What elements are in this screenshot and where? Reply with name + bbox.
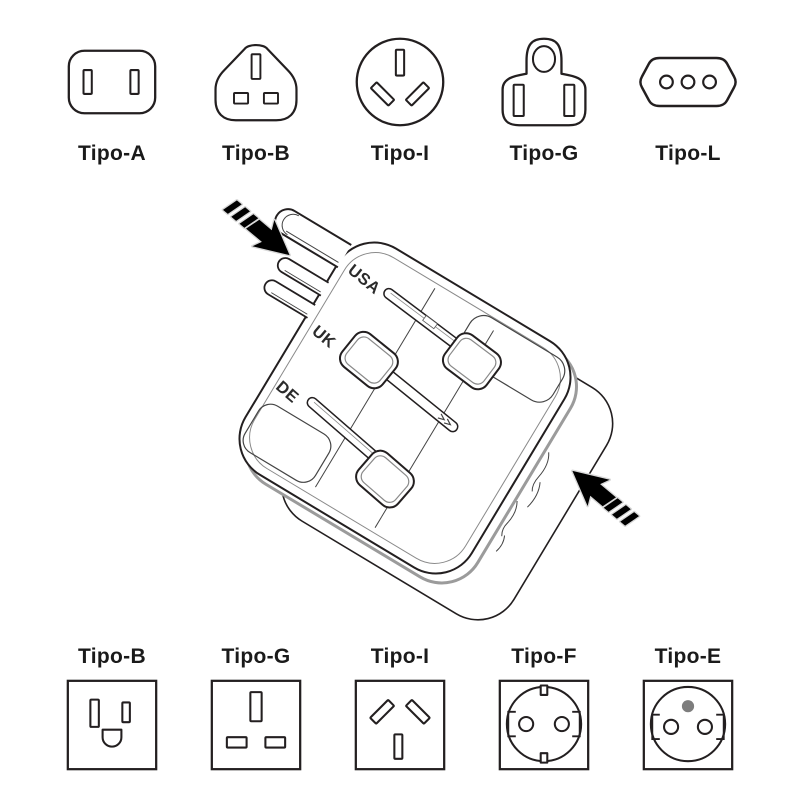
socket-type-label: Tipo-B <box>78 645 146 668</box>
uk-slider[interactable] <box>336 327 470 446</box>
plug-type-i-icon-box <box>354 34 446 130</box>
adapter-side-markings <box>495 452 550 552</box>
adapter-top-panel <box>457 314 566 403</box>
socket-type-g-item: Tipo-G <box>184 645 328 772</box>
plug-type-l-item: Tipo-L <box>616 34 760 166</box>
socket-type-g-icon <box>210 679 302 771</box>
plug-type-a-icon <box>67 49 157 115</box>
plug-type-b-item: Tipo-B <box>184 34 328 166</box>
plug-type-g-icon-box <box>498 34 590 130</box>
plug-type-l-icon-box <box>639 34 737 130</box>
socket-type-i-item: Tipo-I <box>328 645 472 772</box>
plug-type-label: Tipo-G <box>509 142 579 165</box>
socket-type-e-icon <box>642 679 734 771</box>
socket-type-label: Tipo-I <box>370 645 430 668</box>
plug-type-label: Tipo-B <box>222 142 290 165</box>
socket-type-f-icon <box>498 679 590 771</box>
insertion-arrow-top-left <box>221 198 291 257</box>
plug-type-i-item: Tipo-I <box>328 34 472 166</box>
insertion-arrow-bottom-right <box>571 469 641 528</box>
socket-type-e-item: Tipo-E <box>616 645 760 772</box>
plug-type-b-icon <box>214 43 298 122</box>
universal-travel-adapter-illustration: USA UK DE <box>221 198 641 621</box>
plug-type-label: Tipo-L <box>655 142 721 165</box>
adapter-face <box>238 241 572 575</box>
plug-type-g-icon <box>501 37 587 127</box>
socket-type-label: Tipo-F <box>511 645 577 668</box>
plug-type-i-icon <box>355 37 445 127</box>
plug-type-label: Tipo-A <box>78 142 146 165</box>
adapter-body: USA UK DE <box>238 208 614 621</box>
adapter-usa-pins <box>263 257 330 319</box>
socket-type-f-item: Tipo-F <box>472 645 616 772</box>
socket-types-row: Tipo-B Tipo-G Tipo-I <box>40 645 760 772</box>
plug-type-label: Tipo-I <box>370 142 430 165</box>
plug-type-a-item: Tipo-A <box>40 34 184 166</box>
socket-type-b-item: Tipo-B <box>40 645 184 772</box>
de-slider[interactable] <box>288 391 418 512</box>
socket-type-b-icon <box>66 679 158 771</box>
socket-type-label: Tipo-G <box>221 645 291 668</box>
socket-type-label: Tipo-E <box>654 645 722 668</box>
plug-types-row: Tipo-A Tipo-B <box>40 34 760 166</box>
de-slider-knob <box>355 449 415 509</box>
socket-type-i-icon <box>354 679 446 771</box>
usa-slider-knob <box>441 332 502 391</box>
plug-type-g-item: Tipo-G <box>472 34 616 166</box>
usa-slider[interactable] <box>370 277 505 394</box>
uk-slider-knob <box>338 330 399 390</box>
plug-type-b-icon-box <box>212 34 300 130</box>
earth-pin-dot <box>681 700 695 713</box>
plug-type-l-icon <box>639 56 737 108</box>
adapter-bottom-panel <box>242 403 332 483</box>
plug-type-a-icon-box <box>66 34 158 130</box>
